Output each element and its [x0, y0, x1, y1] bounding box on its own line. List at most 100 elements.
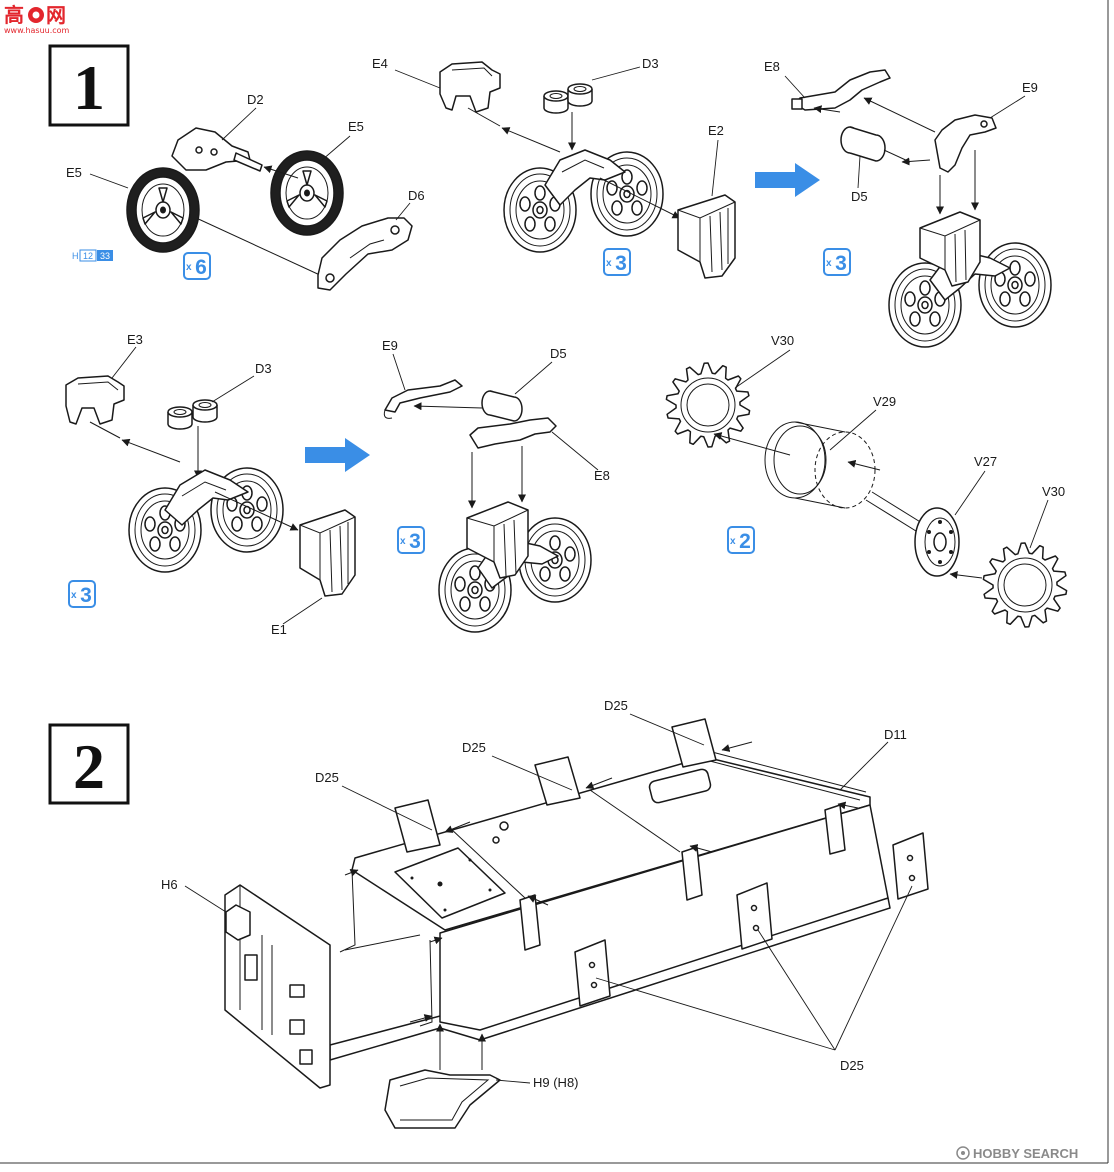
v29-ring-inner — [773, 425, 827, 495]
part-d25-mount — [534, 756, 581, 806]
e9-hole — [980, 120, 988, 128]
leader-e9 — [989, 95, 1026, 119]
assembly-arrow — [214, 491, 299, 531]
front-plate-details — [239, 885, 273, 1035]
step2-hull-assembly: D25 D11 D25 D25 H6 D25 H9 (H8) — [161, 698, 929, 1129]
label-d3: D3 — [642, 56, 659, 71]
hull-access-hatch — [648, 768, 712, 804]
quantity-count: 2 — [739, 530, 751, 553]
part-d5-body — [489, 390, 523, 422]
step1-subassembly-c: E8 E9 D5 x 3 — [764, 59, 1052, 348]
quantity-badge: x 3 — [68, 580, 96, 608]
road-wheel-right — [978, 242, 1052, 328]
part-e8-link — [469, 417, 557, 449]
label-d6: D6 — [408, 188, 425, 203]
part-v30-sprocket-right — [982, 542, 1068, 628]
part-d25-mount — [892, 832, 929, 900]
assembly-arrow — [501, 127, 561, 153]
v27-bolt — [938, 520, 942, 524]
part-d3-cylinder — [543, 90, 569, 114]
hatch-bolt — [437, 881, 443, 887]
label-d5: D5 — [851, 189, 868, 204]
leader-d3 — [211, 375, 255, 403]
mount-hole — [908, 874, 916, 882]
v27-bolt-circle — [924, 517, 956, 567]
quantity-count: 3 — [615, 252, 627, 275]
front-plate-fitting — [289, 984, 305, 998]
e2-ribs — [677, 201, 736, 273]
leader-d11 — [839, 741, 889, 791]
label-h9: H9 (H8) — [533, 1075, 579, 1090]
leader-e8 — [784, 75, 806, 99]
deck-boss — [499, 821, 509, 831]
hull-side-wall — [439, 804, 889, 1031]
quantity-prefix: x — [400, 536, 406, 547]
part-v30-sprocket-left — [665, 362, 751, 448]
step1-subassembly-a: E5 D2 E5 D6 H 12 33 x 6 — [66, 92, 425, 291]
quantity-badge: x 3 — [823, 248, 851, 276]
part-v29-ring-front — [764, 421, 826, 499]
part-e5-wheel-right — [270, 150, 344, 236]
leader-d3 — [591, 66, 641, 81]
assembly-arrow — [585, 777, 613, 790]
housing-ribs — [466, 509, 529, 577]
leader-e9 — [392, 353, 406, 391]
leader-d5 — [514, 361, 553, 395]
assembly-arrow — [344, 868, 359, 877]
label-h6: H6 — [161, 877, 178, 892]
assembly-arrow — [847, 459, 881, 471]
assembly-arrow — [949, 570, 983, 579]
assembly-arrow — [409, 1014, 433, 1023]
leader-e2 — [711, 139, 719, 197]
v27-bolt — [949, 530, 953, 534]
assembly-arrow — [444, 821, 471, 833]
label-d11: D11 — [884, 727, 907, 742]
h9-plate-edge — [399, 1077, 490, 1121]
leader-d25-mid — [491, 755, 573, 791]
label-e5-left: E5 — [66, 165, 82, 180]
deck-boss — [492, 836, 500, 844]
front-plate-fitting — [299, 1049, 313, 1065]
d2-hole — [210, 148, 218, 156]
leader-v30-right — [1029, 499, 1049, 549]
quantity-badge: x 6 — [183, 252, 211, 280]
part-v29-ring-back — [814, 431, 876, 509]
quantity-count: 6 — [195, 256, 207, 279]
leader-v27 — [954, 470, 986, 516]
e8-end-block — [791, 98, 803, 110]
mount-hole — [588, 961, 596, 969]
assembly-arrow — [689, 844, 713, 853]
mount-hole — [750, 904, 758, 912]
leader-e4 — [394, 69, 441, 89]
quantity-badge: x 3 — [603, 248, 631, 276]
part-e8-link — [794, 69, 891, 111]
watermark-char-left: 高 — [4, 3, 24, 27]
part-d3-cylinder — [192, 399, 218, 423]
step1-subassembly-d: E3 D3 E1 x 3 — [65, 332, 356, 637]
step-2-box — [48, 723, 130, 805]
logo-center — [32, 11, 40, 19]
v27-bolt — [927, 530, 931, 534]
assembly-arrow — [901, 157, 931, 166]
part-e9-bracket — [934, 114, 997, 173]
part-d5-body — [849, 126, 886, 162]
watermark-top-left: 高 网 www.hasuu.com — [4, 3, 70, 35]
part-d25-mount — [736, 882, 773, 950]
mount-hole — [590, 981, 598, 989]
step1-sprocket-assembly: V30 V29 V27 V30 x 2 — [665, 333, 1068, 628]
mount-hole — [906, 854, 914, 862]
label-e8: E8 — [764, 59, 780, 74]
hatch-rivet — [468, 858, 472, 862]
watermark-char-right: 网 — [46, 3, 66, 27]
logo-dot — [961, 1151, 965, 1155]
label-e1: E1 — [271, 622, 287, 637]
leader-d25-top — [629, 713, 705, 746]
quantity-badge: x 2 — [727, 526, 755, 554]
assembly-arrow — [527, 895, 549, 906]
label-e5-right: E5 — [348, 119, 364, 134]
label-d25-bottom: D25 — [840, 1058, 864, 1073]
paint-reference: H 12 33 — [72, 249, 113, 262]
reference-page: 12 — [83, 251, 93, 261]
site-logo-icon — [28, 7, 44, 23]
watermark-bottom-right: HOBBY SEARCH — [956, 1146, 1078, 1161]
